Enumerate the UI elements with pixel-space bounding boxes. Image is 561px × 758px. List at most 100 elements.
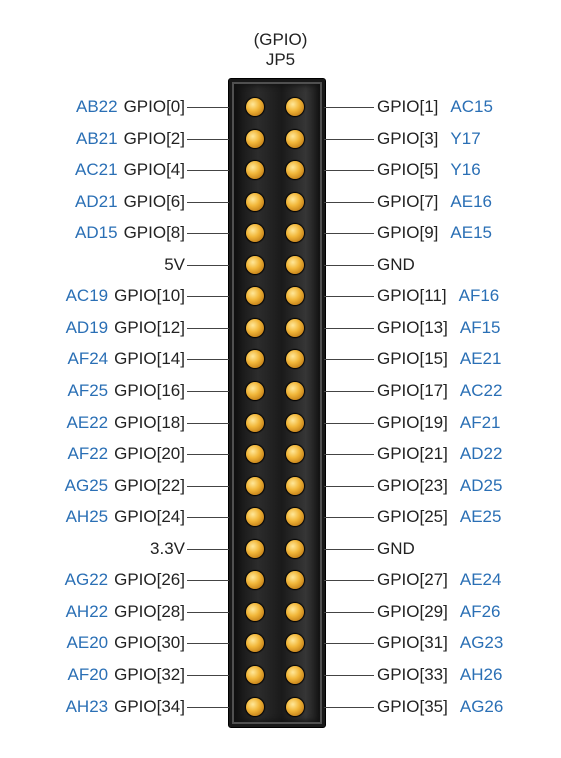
left-lead-line bbox=[187, 422, 229, 424]
left-signal: GPIO[22] bbox=[114, 475, 185, 495]
pin-odd bbox=[246, 224, 264, 243]
right-pin-code: AG23 bbox=[459, 633, 504, 653]
right-lead-line bbox=[324, 201, 374, 203]
left-label: 5V bbox=[158, 250, 185, 280]
left-lead-line bbox=[187, 327, 229, 329]
right-signal: GPIO[11] bbox=[377, 286, 447, 306]
left-pin-code: AF25 bbox=[67, 380, 109, 400]
right-signal: GPIO[31] bbox=[377, 633, 448, 653]
left-pin-code: AF24 bbox=[67, 349, 109, 369]
right-signal: GPIO[3] bbox=[377, 128, 439, 148]
pin-even bbox=[286, 129, 304, 148]
right-lead-line bbox=[324, 390, 374, 392]
left-pin-code: AB22 bbox=[75, 97, 118, 116]
right-signal: GPIO[21] bbox=[377, 444, 448, 464]
pin-even bbox=[286, 98, 304, 116]
right-label: GPIO[13]AF15 bbox=[377, 313, 501, 343]
right-label: GPIO[17]AC22 bbox=[377, 376, 502, 406]
right-signal: GPIO[7] bbox=[377, 191, 439, 211]
right-lead-line bbox=[324, 517, 374, 519]
pin-header-body bbox=[228, 78, 326, 728]
left-lead-line bbox=[187, 485, 229, 487]
right-pin-code: AE21 bbox=[459, 349, 502, 369]
left-signal: GPIO[20] bbox=[114, 444, 185, 464]
left-signal: 5V bbox=[164, 254, 185, 274]
pin-odd bbox=[246, 129, 264, 148]
left-pin-code: AF20 bbox=[67, 664, 109, 684]
right-label: GND bbox=[377, 534, 427, 564]
pin-odd bbox=[246, 350, 264, 369]
right-label: GPIO[29]AF26 bbox=[377, 597, 501, 627]
right-pin-code: AH26 bbox=[459, 664, 503, 684]
left-signal: GPIO[26] bbox=[114, 570, 185, 590]
pin-even bbox=[286, 508, 304, 527]
pin-even bbox=[286, 445, 304, 464]
right-label: GPIO[21] AD22 bbox=[377, 439, 502, 469]
right-lead-line bbox=[324, 674, 374, 676]
left-signal: GPIO[8] bbox=[123, 223, 185, 243]
pin-odd bbox=[246, 255, 264, 274]
right-label: GND bbox=[377, 250, 427, 280]
right-pin-code: AD22 bbox=[459, 444, 503, 464]
pin-even bbox=[286, 602, 304, 621]
left-lead-line bbox=[187, 233, 229, 235]
right-pin-code: AE16 bbox=[450, 191, 493, 211]
right-lead-line bbox=[324, 296, 374, 298]
left-lead-line bbox=[187, 170, 229, 172]
right-signal: GPIO[19] bbox=[377, 412, 448, 432]
right-label: GPIO[25]AE25 bbox=[377, 502, 501, 532]
left-pin-code: AC21 bbox=[75, 160, 118, 180]
left-pin-code: AH25 bbox=[65, 507, 109, 527]
right-lead-line bbox=[324, 233, 374, 235]
right-label: GPIO[7] AE16 bbox=[377, 187, 492, 217]
left-lead-line bbox=[187, 454, 229, 456]
pin-even bbox=[286, 161, 304, 180]
right-signal: GPIO[1] bbox=[377, 97, 439, 116]
left-pin-code: AH22 bbox=[65, 601, 109, 621]
right-label: GPIO[11]AF16 bbox=[377, 281, 499, 311]
left-signal: GPIO[16] bbox=[114, 380, 185, 400]
left-pin-code: AG22 bbox=[64, 570, 109, 590]
right-label: GPIO[33]AH26 bbox=[377, 660, 502, 690]
pin-even bbox=[286, 318, 304, 337]
right-lead-line bbox=[324, 706, 374, 708]
right-label: GPIO[1]AC15 bbox=[377, 92, 493, 122]
right-pin-code: Y17 bbox=[450, 128, 481, 148]
left-signal: GPIO[4] bbox=[123, 160, 185, 180]
right-lead-line bbox=[324, 359, 374, 361]
right-signal: GPIO[15] bbox=[377, 349, 448, 369]
left-pin-code: AC19 bbox=[65, 286, 109, 306]
right-label: GPIO[3] Y17 bbox=[377, 124, 481, 154]
left-lead-line bbox=[187, 138, 229, 140]
right-pin-code: AE15 bbox=[450, 223, 493, 243]
right-signal: GPIO[29] bbox=[377, 601, 448, 621]
left-pin-code: AF22 bbox=[67, 444, 109, 464]
pin-even bbox=[286, 413, 304, 432]
right-label: GPIO[27]AE24 bbox=[377, 565, 501, 595]
right-signal: GPIO[17] bbox=[377, 380, 448, 400]
right-label: GPIO[31] AG23 bbox=[377, 628, 503, 658]
pin-even bbox=[286, 571, 304, 590]
